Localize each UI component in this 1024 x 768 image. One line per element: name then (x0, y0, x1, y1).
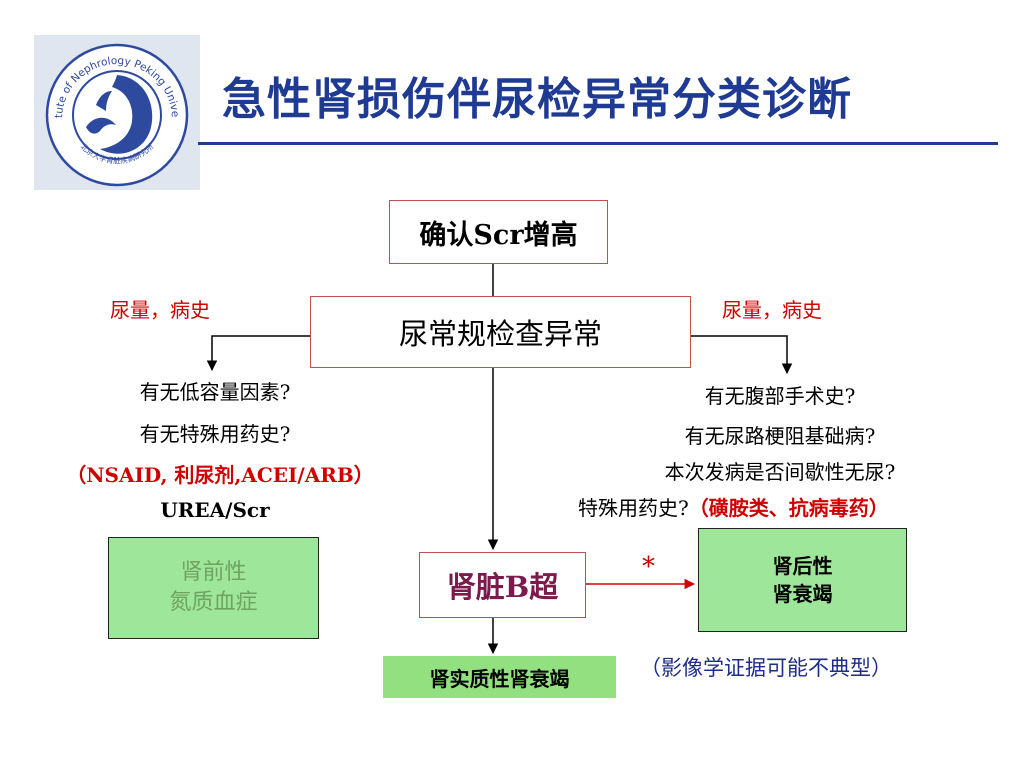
logo-emblem-icon (86, 75, 153, 154)
page-title: 急性肾损伤伴尿检异常分类诊断 (222, 74, 852, 125)
institute-logo: Institute of Nephrology Peking Universit… (34, 35, 200, 190)
urea-scr-label: UREA/Scr (160, 498, 270, 522)
left-drug-note: （NSAID, 利尿剂,ACEI/ARB） (66, 463, 374, 487)
asterisk-mark: * (642, 552, 655, 582)
imaging-note: （影像学证据可能不典型） (640, 656, 892, 680)
prerenal-line-1: 肾前性 (180, 560, 247, 585)
prerenal-box: 肾前性 氮质血症 (108, 537, 319, 639)
right-volume-history-label: 尿量，病史 (722, 298, 822, 322)
right-question-obstruction: 有无尿路梗阻基础病? (684, 424, 876, 448)
left-question-hypovolemia: 有无低容量因素? (139, 380, 291, 404)
right-question-intermittent-anuria: 本次发病是否间歇性无尿? (664, 460, 896, 484)
arrow-urine-to-right (691, 335, 793, 375)
confirm-scr-box: 确认Scr增高 (389, 200, 608, 264)
urine-abnormal-box: 尿常规检查异常 (310, 296, 691, 368)
right-question-abdominal-surgery: 有无腹部手术史? (704, 384, 856, 408)
right-drug-question: 特殊用药史? (578, 496, 689, 520)
postrenal-box: 肾后性 肾衰竭 (698, 528, 907, 632)
arrow-urine-to-left (206, 335, 310, 372)
right-drug-note: （磺胺类、抗病毒药） (688, 496, 889, 520)
kidney-ultrasound-box: 肾脏B超 (419, 552, 586, 618)
left-question-drug-history: 有无特殊用药史? (139, 422, 291, 446)
intrinsic-renal-box: 肾实质性肾衰竭 (383, 656, 616, 698)
title-underline (198, 142, 998, 145)
postrenal-line-2: 肾衰竭 (772, 582, 833, 606)
postrenal-line-1: 肾后性 (772, 554, 833, 578)
right-drug-history-line: 特殊用药史?（磺胺类、抗病毒药） (578, 492, 889, 521)
prerenal-line-2: 氮质血症 (169, 590, 258, 615)
left-volume-history-label: 尿量，病史 (110, 298, 210, 322)
